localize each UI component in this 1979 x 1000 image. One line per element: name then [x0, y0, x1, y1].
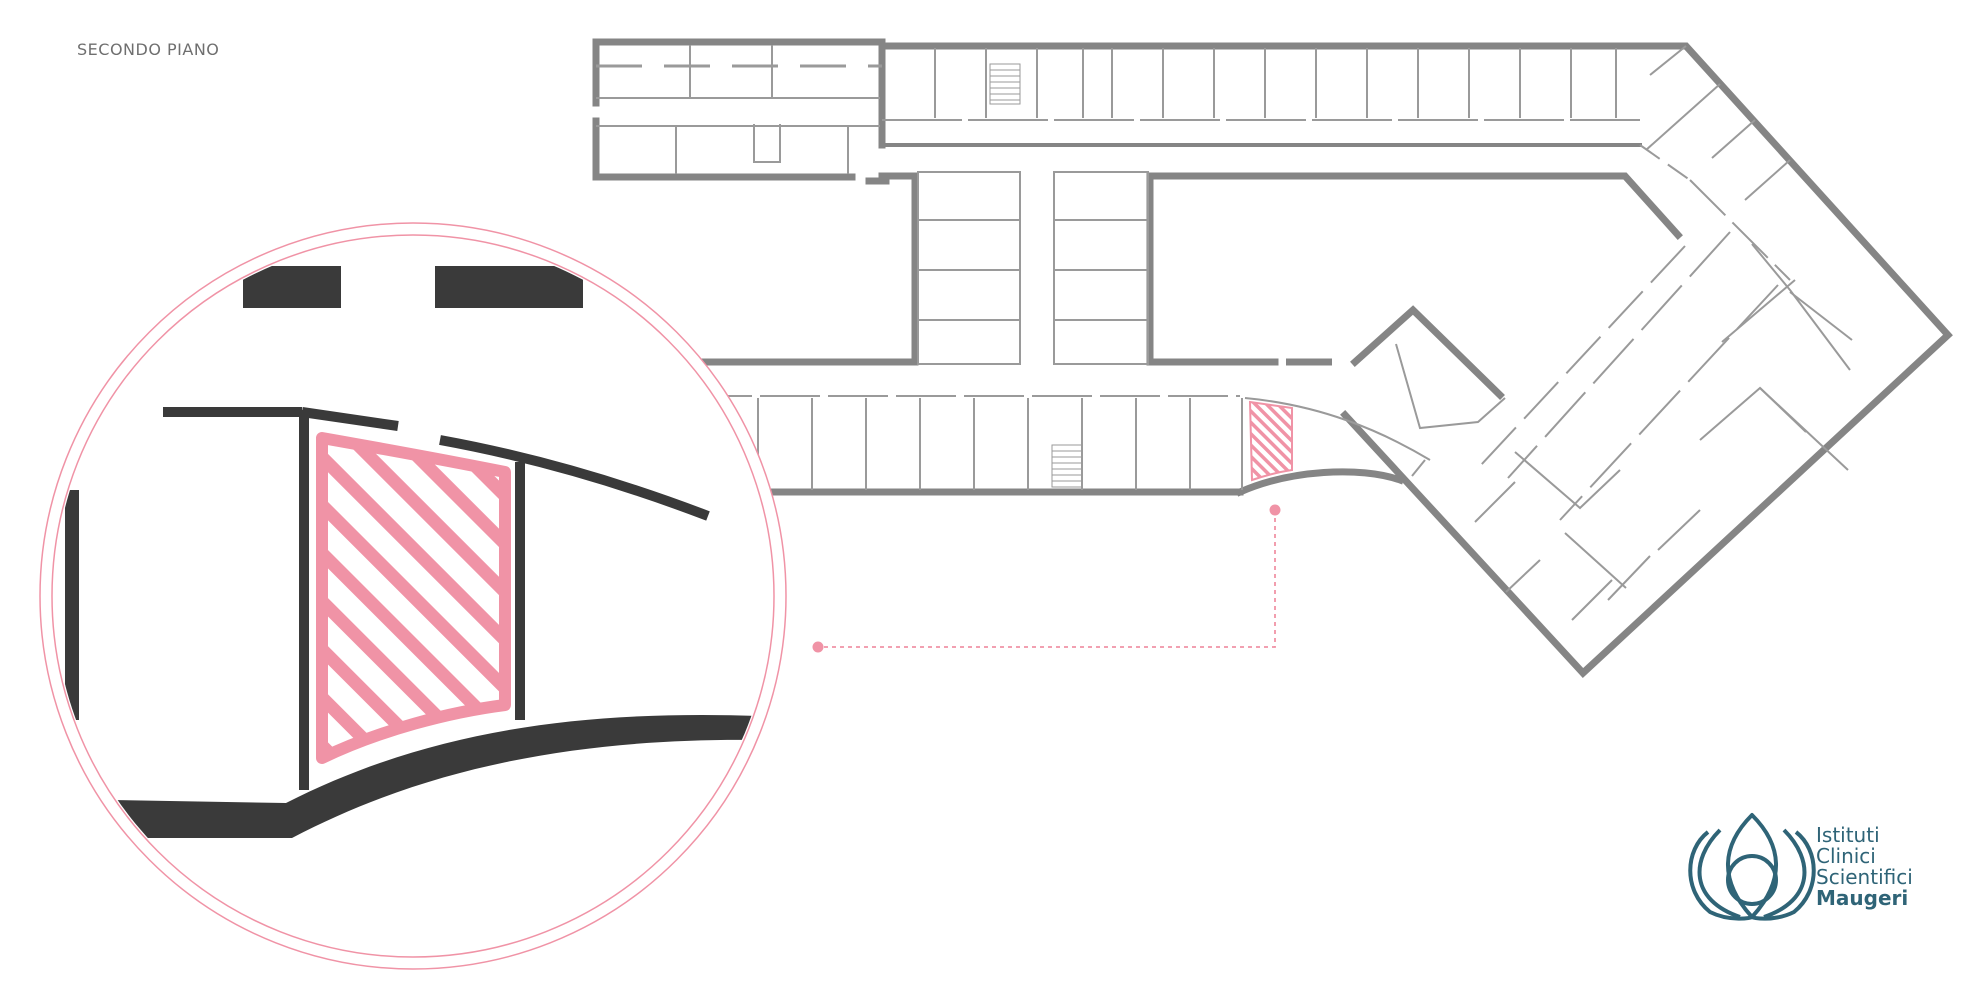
zoom-circle — [39, 222, 787, 970]
logo-line-1: Istituti — [1816, 823, 1880, 847]
top-room-dividers — [934, 48, 1617, 118]
stairs-icon-2 — [1051, 444, 1083, 488]
stairs-icon — [989, 63, 1021, 105]
logo-text: Istituti Clinici Scientifici Maugeri — [1816, 825, 1913, 909]
dashed-walls — [596, 64, 1625, 366]
logo-line-2: Clinici — [1816, 844, 1876, 868]
floor-label: SECONDO PIANO — [77, 40, 220, 59]
location-marker — [812, 504, 1281, 653]
inner-walls — [596, 45, 1853, 621]
logo-line-4: Maugeri — [1816, 886, 1909, 910]
outer-walls — [592, 38, 1953, 678]
zoom-detail — [65, 266, 760, 838]
lotus-logo-icon — [1688, 813, 1816, 921]
zoom-highlighted-room — [316, 432, 511, 764]
highlighted-room — [1248, 400, 1293, 482]
bottom-room-dividers — [757, 398, 1243, 490]
logo-line-3: Scientifici — [1816, 865, 1913, 889]
